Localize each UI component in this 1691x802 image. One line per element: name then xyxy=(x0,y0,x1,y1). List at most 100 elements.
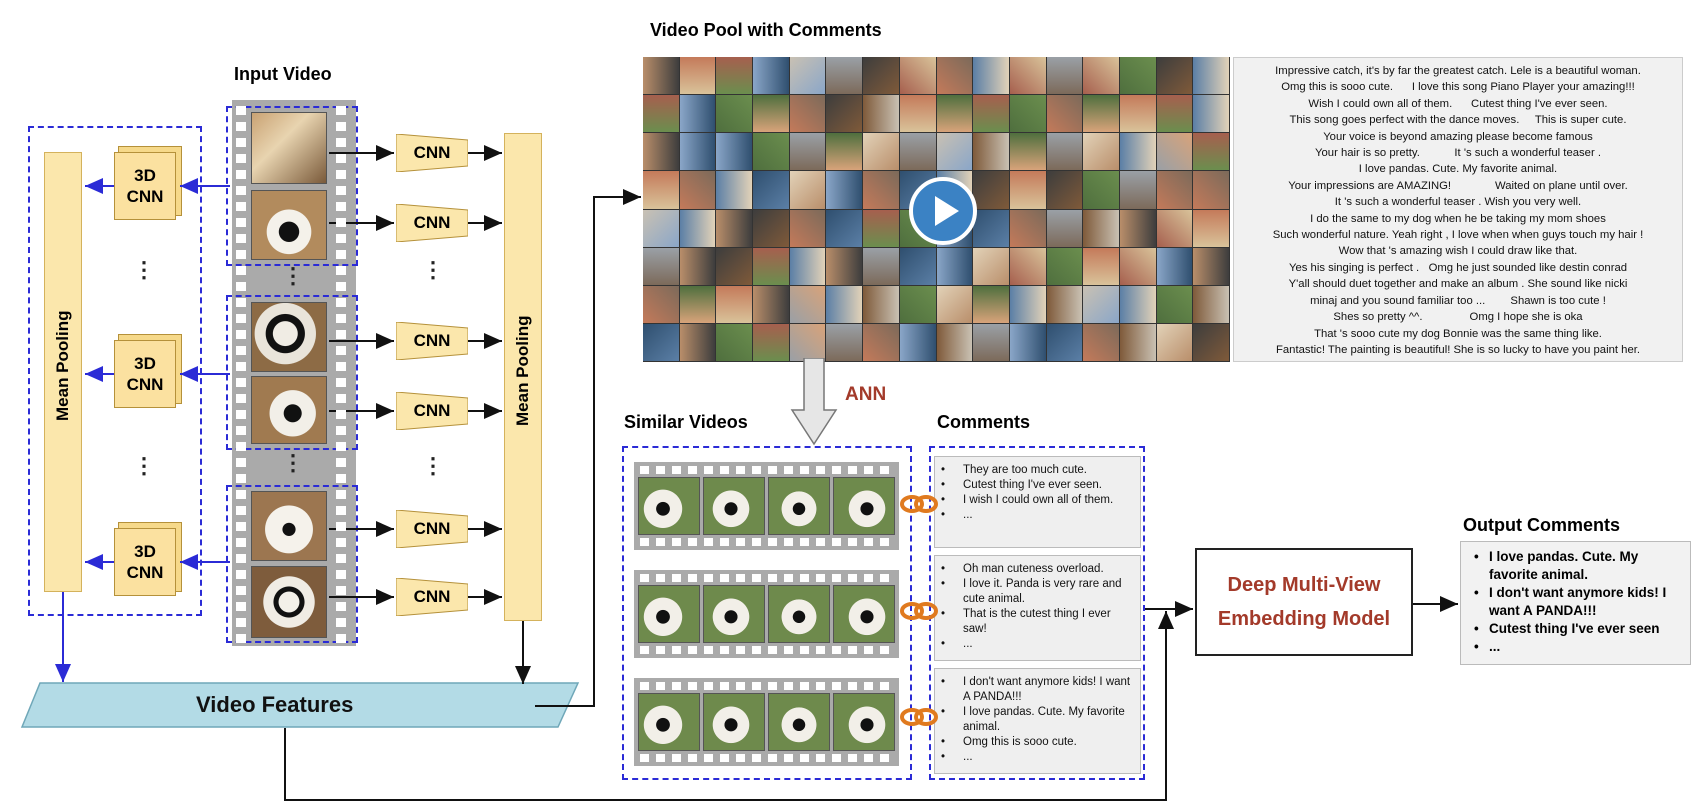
video-thumbnail[interactable] xyxy=(789,285,826,323)
video-thumbnail[interactable] xyxy=(753,133,789,171)
video-thumbnail[interactable] xyxy=(716,209,753,247)
video-thumbnail[interactable] xyxy=(716,171,753,209)
video-thumbnail[interactable] xyxy=(1193,247,1229,285)
video-thumbnail[interactable] xyxy=(1156,57,1193,95)
video-thumbnail[interactable] xyxy=(643,323,679,361)
video-thumbnail[interactable] xyxy=(863,285,899,323)
video-thumbnail[interactable] xyxy=(789,57,826,95)
video-thumbnail[interactable] xyxy=(826,57,863,95)
video-thumbnail[interactable] xyxy=(1009,285,1046,323)
video-thumbnail[interactable] xyxy=(789,171,826,209)
video-thumbnail[interactable] xyxy=(863,247,899,285)
video-thumbnail[interactable] xyxy=(1156,133,1193,171)
video-thumbnail[interactable] xyxy=(826,285,863,323)
video-thumbnail[interactable] xyxy=(753,171,789,209)
video-thumbnail[interactable] xyxy=(826,133,863,171)
video-thumbnail[interactable] xyxy=(1046,133,1083,171)
video-thumbnail[interactable] xyxy=(899,323,936,361)
video-thumbnail[interactable] xyxy=(973,57,1009,95)
video-thumbnail[interactable] xyxy=(973,247,1009,285)
video-thumbnail[interactable] xyxy=(716,57,753,95)
video-thumbnail[interactable] xyxy=(753,95,789,133)
video-thumbnail[interactable] xyxy=(716,247,753,285)
video-thumbnail[interactable] xyxy=(716,95,753,133)
video-thumbnail[interactable] xyxy=(1119,285,1156,323)
video-thumbnail[interactable] xyxy=(643,133,679,171)
video-thumbnail[interactable] xyxy=(863,95,899,133)
video-thumbnail[interactable] xyxy=(863,171,899,209)
video-thumbnail[interactable] xyxy=(1083,171,1119,209)
video-thumbnail[interactable] xyxy=(973,171,1009,209)
video-thumbnail[interactable] xyxy=(716,323,753,361)
video-thumbnail[interactable] xyxy=(716,285,753,323)
video-thumbnail[interactable] xyxy=(789,323,826,361)
video-thumbnail[interactable] xyxy=(899,57,936,95)
video-thumbnail[interactable] xyxy=(973,133,1009,171)
video-thumbnail[interactable] xyxy=(1009,133,1046,171)
video-thumbnail[interactable] xyxy=(973,323,1009,361)
video-thumbnail[interactable] xyxy=(679,247,716,285)
video-thumbnail[interactable] xyxy=(826,209,863,247)
video-thumbnail[interactable] xyxy=(1009,247,1046,285)
video-thumbnail[interactable] xyxy=(753,323,789,361)
video-thumbnail[interactable] xyxy=(1083,323,1119,361)
video-thumbnail[interactable] xyxy=(1009,57,1046,95)
play-icon[interactable] xyxy=(908,176,978,246)
video-thumbnail[interactable] xyxy=(643,95,679,133)
video-thumbnail[interactable] xyxy=(1193,323,1229,361)
video-thumbnail[interactable] xyxy=(1119,171,1156,209)
video-thumbnail[interactable] xyxy=(753,247,789,285)
video-thumbnail[interactable] xyxy=(899,95,936,133)
video-thumbnail[interactable] xyxy=(1009,171,1046,209)
video-thumbnail[interactable] xyxy=(936,247,973,285)
video-thumbnail[interactable] xyxy=(826,323,863,361)
video-thumbnail[interactable] xyxy=(643,57,679,95)
video-thumbnail[interactable] xyxy=(1193,171,1229,209)
video-thumbnail[interactable] xyxy=(936,57,973,95)
video-thumbnail[interactable] xyxy=(1046,247,1083,285)
video-thumbnail[interactable] xyxy=(863,133,899,171)
video-thumbnail[interactable] xyxy=(936,285,973,323)
video-thumbnail[interactable] xyxy=(1193,57,1229,95)
video-thumbnail[interactable] xyxy=(899,247,936,285)
video-thumbnail[interactable] xyxy=(1193,285,1229,323)
video-thumbnail[interactable] xyxy=(1156,247,1193,285)
video-thumbnail[interactable] xyxy=(863,209,899,247)
video-thumbnail[interactable] xyxy=(1156,323,1193,361)
video-thumbnail[interactable] xyxy=(1193,209,1229,247)
video-thumbnail[interactable] xyxy=(863,57,899,95)
video-thumbnail[interactable] xyxy=(936,323,973,361)
video-thumbnail[interactable] xyxy=(863,323,899,361)
video-thumbnail[interactable] xyxy=(1119,95,1156,133)
video-thumbnail[interactable] xyxy=(1156,95,1193,133)
video-thumbnail[interactable] xyxy=(643,285,679,323)
video-thumbnail[interactable] xyxy=(1156,285,1193,323)
video-thumbnail[interactable] xyxy=(643,209,679,247)
video-thumbnail[interactable] xyxy=(936,95,973,133)
video-thumbnail[interactable] xyxy=(789,247,826,285)
video-thumbnail[interactable] xyxy=(716,133,753,171)
video-thumbnail[interactable] xyxy=(1119,133,1156,171)
video-thumbnail[interactable] xyxy=(1119,209,1156,247)
video-thumbnail[interactable] xyxy=(679,133,716,171)
video-thumbnail[interactable] xyxy=(1119,323,1156,361)
video-thumbnail[interactable] xyxy=(679,57,716,95)
video-thumbnail[interactable] xyxy=(1156,171,1193,209)
video-thumbnail[interactable] xyxy=(679,209,716,247)
video-thumbnail[interactable] xyxy=(1046,323,1083,361)
video-thumbnail[interactable] xyxy=(789,95,826,133)
video-thumbnail[interactable] xyxy=(643,247,679,285)
video-thumbnail[interactable] xyxy=(826,171,863,209)
video-thumbnail[interactable] xyxy=(1083,285,1119,323)
video-thumbnail[interactable] xyxy=(973,285,1009,323)
video-thumbnail[interactable] xyxy=(1156,209,1193,247)
video-thumbnail[interactable] xyxy=(1009,323,1046,361)
video-thumbnail[interactable] xyxy=(679,95,716,133)
video-thumbnail[interactable] xyxy=(1009,95,1046,133)
video-thumbnail[interactable] xyxy=(1046,285,1083,323)
video-thumbnail[interactable] xyxy=(1083,57,1119,95)
video-thumbnail[interactable] xyxy=(1046,95,1083,133)
video-thumbnail[interactable] xyxy=(936,133,973,171)
video-thumbnail[interactable] xyxy=(1119,57,1156,95)
video-thumbnail[interactable] xyxy=(1009,209,1046,247)
